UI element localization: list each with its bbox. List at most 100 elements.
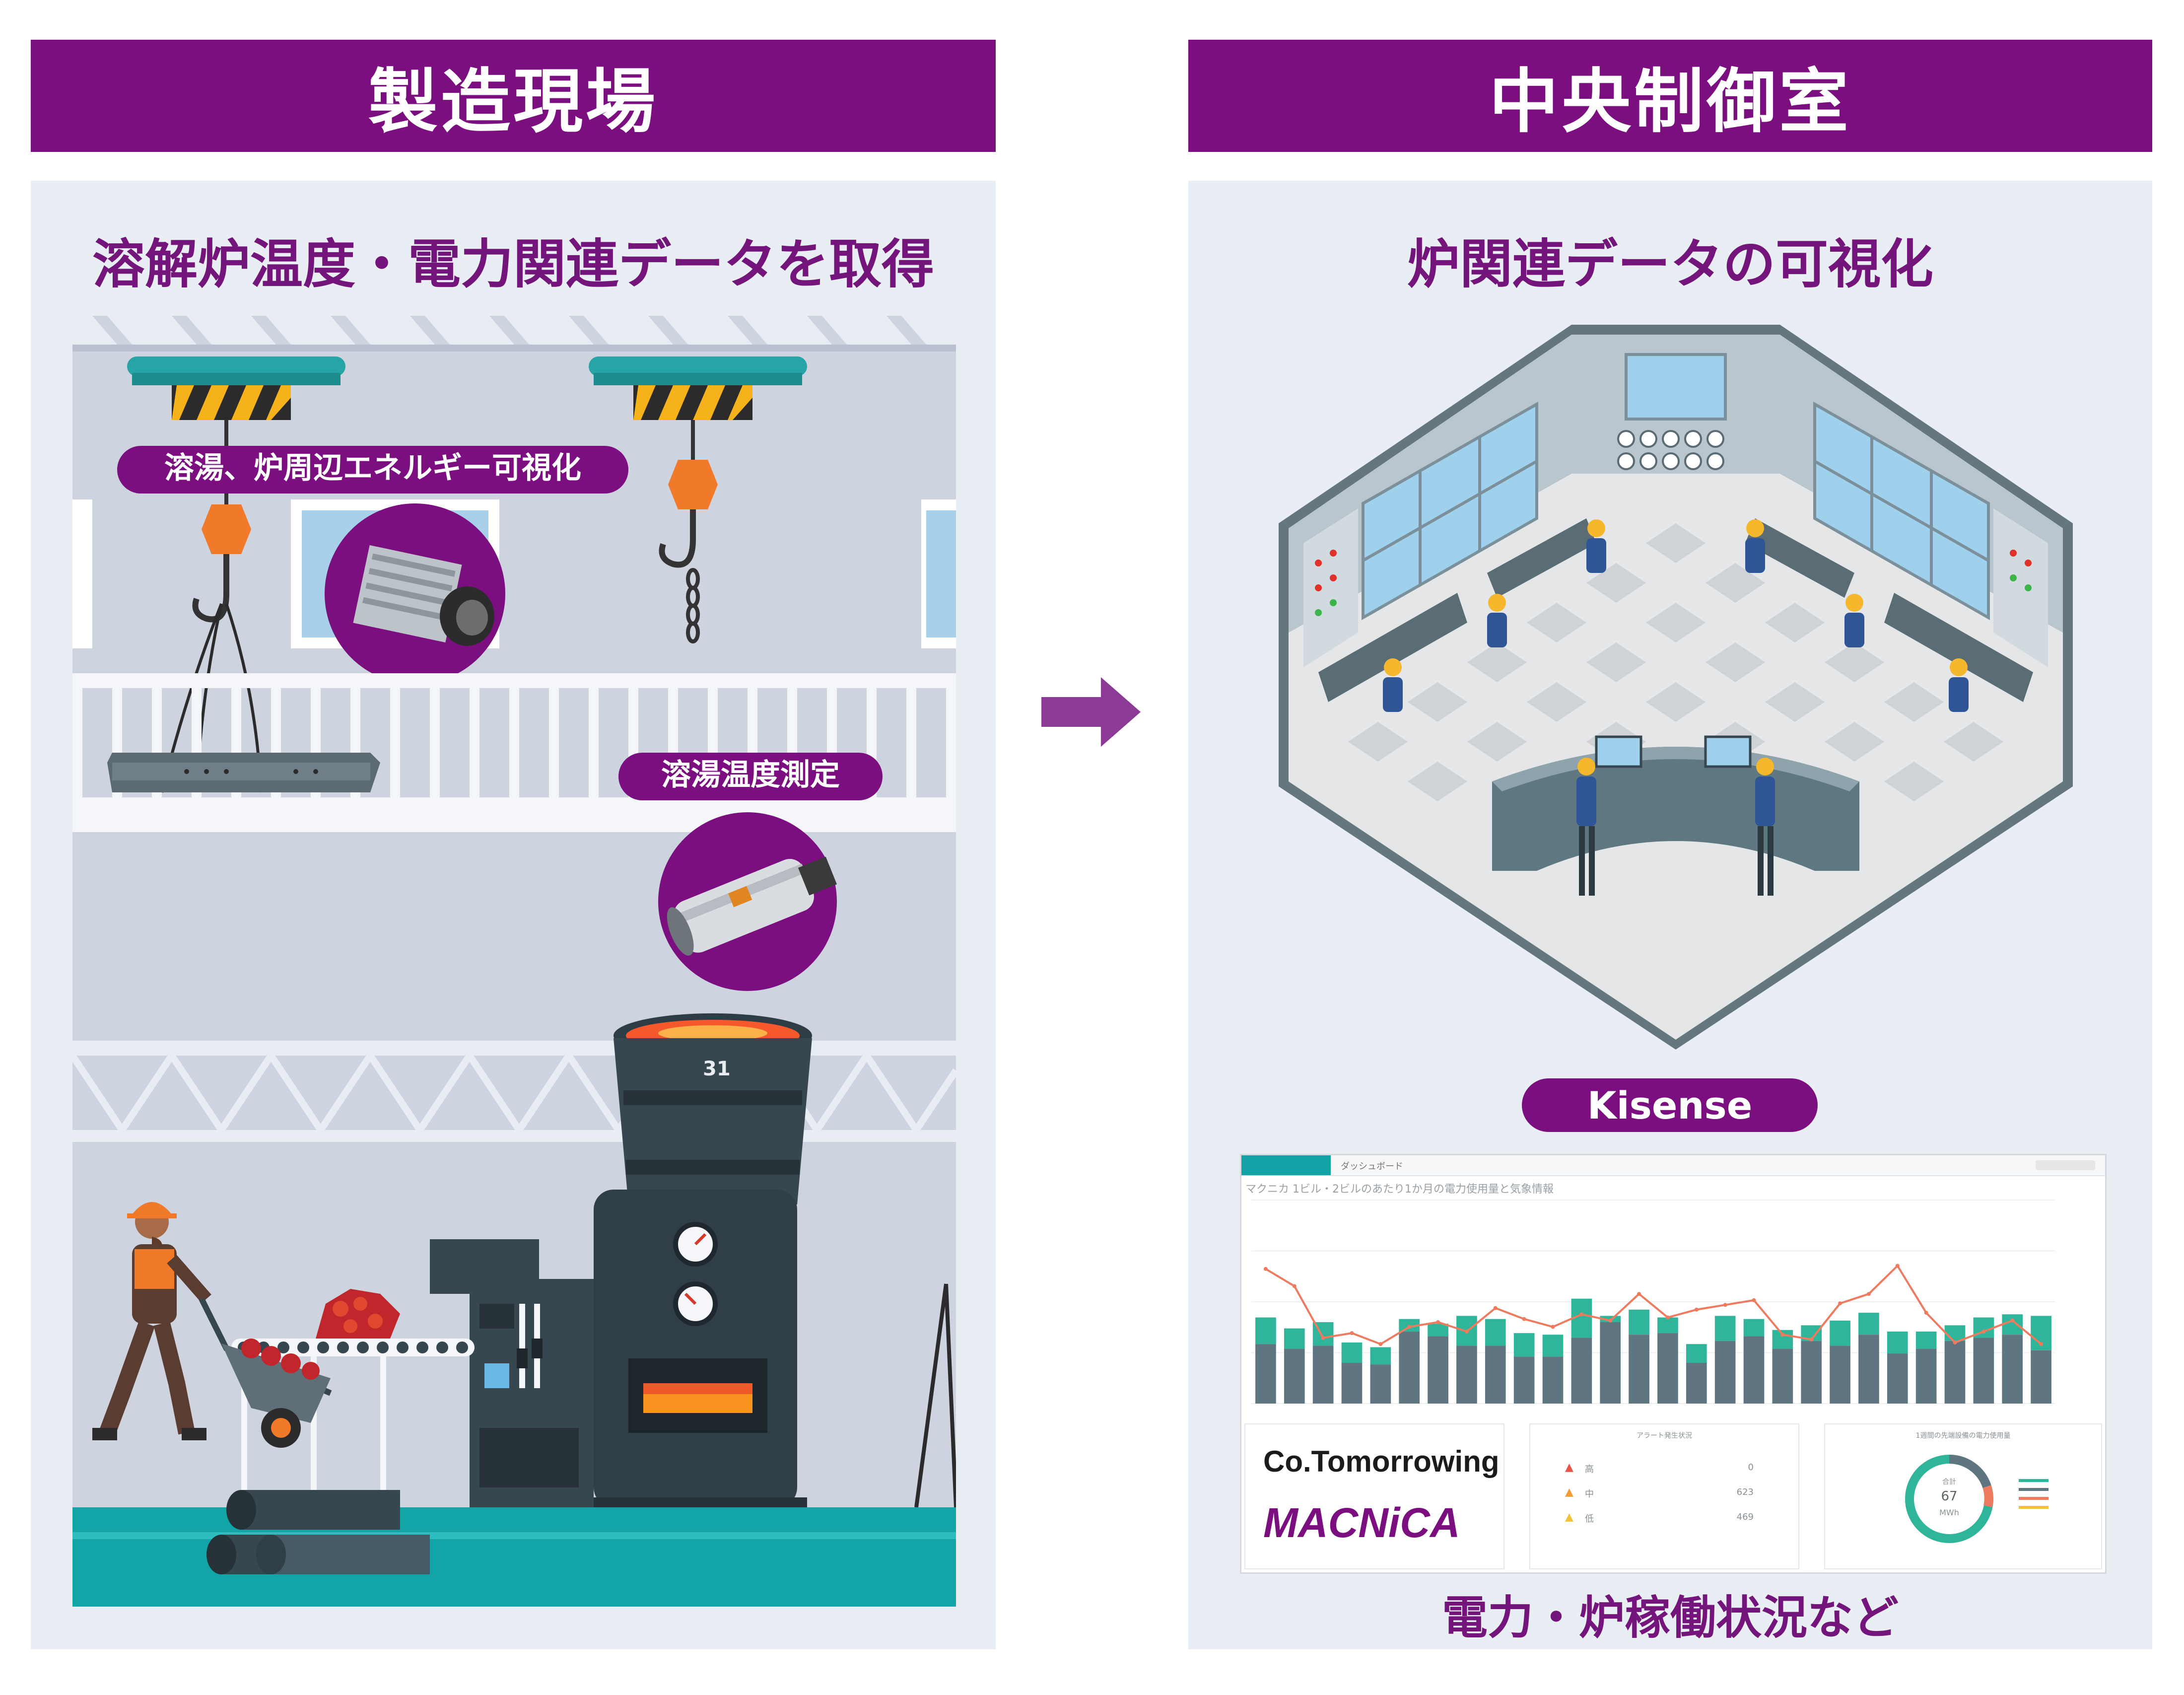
chart-line-point [1551,1325,1555,1329]
dashboard-user-icon[interactable] [2036,1160,2095,1170]
chart-bar-lower [1571,1338,1592,1404]
donut-legend [2019,1479,2048,1509]
crane-hook-block-left [202,504,251,554]
furnace [584,1190,807,1517]
chart-line-point [1464,1329,1469,1334]
crucible-number: 31 [703,1058,731,1080]
chart-line-point [1493,1306,1498,1310]
tripod [914,1283,956,1508]
crucible: 31 [614,1013,812,1204]
alert-card-title: アラート発生状況 [1637,1432,1692,1440]
right-header-text: 中央制御室 [1489,62,1851,142]
chart-line-point [1378,1342,1383,1346]
chart-bar-upper [1944,1325,1966,1341]
chart-line-point [1608,1318,1613,1323]
alert-row: ▲ 高 0 [1565,1459,1774,1484]
usage-card-title: 1週間の先端設備の電力使用量 [1915,1432,2011,1440]
chart-bar-upper [1284,1328,1305,1349]
factory-floor [72,1507,956,1607]
chart-bar-upper [1370,1347,1391,1365]
left-panel: 溶解炉温度・電力関連データを取得 [31,181,996,1649]
right-caption: 電力・炉稼働状況など [1441,1591,1899,1644]
label-temp-pill [618,753,883,800]
chart-bar-lower [1801,1341,1822,1404]
chart-bar-lower [1428,1336,1448,1404]
product-name: Kisense [1587,1083,1753,1128]
right-subtitle: 炉関連データの可視化 [1407,234,1933,295]
chart-bar-lower [2002,1335,2023,1404]
chart-bar-upper [1915,1331,1937,1349]
chart-bar-lower [2031,1350,2051,1404]
chart-bar-upper [1485,1319,1506,1346]
chart-bar-upper [1255,1317,1276,1344]
chart-line-point [1866,1292,1871,1296]
chart-bar-lower [1944,1341,1966,1404]
chart-line-point [1350,1331,1354,1336]
dashboard-tab[interactable]: ダッシュボード [1341,1161,1403,1172]
crane-hook-block-right [668,460,718,509]
chart-line-point [1522,1317,1526,1321]
thermal-camera-icon [353,545,494,646]
alert-value: 0 [1748,1462,1754,1473]
label-energy-pill [117,446,628,494]
product-pill: Kisense [1522,1078,1818,1132]
donut-label: 合計 [1942,1478,1956,1486]
chart-bar-upper [1542,1335,1564,1357]
donut-value: 67 [1941,1489,1958,1504]
alert-row: ▲ 低 469 [1565,1509,1774,1534]
alert-value: 623 [1736,1487,1754,1497]
chart-line-point [1321,1336,1325,1340]
chart-bar-lower [1973,1338,1994,1404]
chart-bar-upper [1428,1324,1448,1337]
chart-line-point [1838,1301,1843,1306]
chart-bar-lower [1629,1335,1649,1404]
alert-mid-icon: ▲ [1565,1486,1573,1498]
flow-arrow-icon [1041,677,1141,747]
crane-hook-right [659,509,696,568]
chart-bar-upper [1629,1309,1649,1335]
chart-line-point [1809,1337,1814,1342]
chart-bar-lower [1600,1322,1621,1404]
alert-row: ▲ 中 623 [1565,1484,1774,1509]
chart-bar-lower [1542,1356,1564,1404]
usage-donut [1905,1455,1993,1543]
pipes [206,1490,430,1574]
left-header-text: 製造現場 [368,62,658,142]
dashboard-chart [1251,1200,2055,1404]
chart-line-point [1665,1315,1670,1320]
chart-line-point [2010,1318,2015,1323]
chart-line-point [1579,1312,1584,1317]
chart-line-point [1780,1333,1785,1337]
chart-line-point [2039,1342,2044,1346]
chart-line-point [1263,1267,1268,1271]
chart-bar-lower [1714,1341,1736,1404]
chart-bar-upper [1887,1331,1908,1354]
macnica-logo: MACNiCA [1263,1499,1460,1546]
chart-bar-lower [1255,1344,1276,1404]
chart-bar-lower [1513,1356,1535,1404]
chart-bar-upper [1657,1317,1678,1334]
chart-line-point [1752,1298,1756,1302]
dashboard-logo-tab[interactable] [1241,1155,1331,1175]
worker-with-wheelbarrow [92,1202,332,1448]
operators [1383,519,1969,896]
factory-illustration: 溶湯、炉周辺エネルギー可視化 [72,316,956,1607]
chart-bar-lower [1485,1345,1506,1404]
chart-line-point [1407,1325,1412,1329]
chart-line-point [1924,1311,1928,1315]
alert-label: 中 [1585,1489,1594,1499]
chart-line-point [1637,1292,1641,1296]
chart-bar-lower [1284,1348,1305,1404]
chart-bar-lower [1312,1345,1334,1404]
dashboard-topbar: ダッシュボード [1241,1155,2105,1176]
chart-line-point [1292,1284,1297,1288]
usage-card: 1週間の先端設備の電力使用量 合計 67 MWh [1824,1423,2102,1569]
chart-bar-lower [1743,1336,1765,1404]
chart-bar-lower [1915,1348,1937,1404]
chart-bar-upper [1686,1344,1707,1363]
chart-line-point [1723,1303,1727,1307]
chart-line-series [1265,1264,2042,1345]
chart-bar-upper [1513,1333,1535,1357]
chart-line-point [1436,1320,1440,1324]
dashboard-screenshot: ダッシュボード マクニカ 1ビル・2ビルのあたり1か月の電力使用量と気象情報 C… [1240,1154,2107,1574]
